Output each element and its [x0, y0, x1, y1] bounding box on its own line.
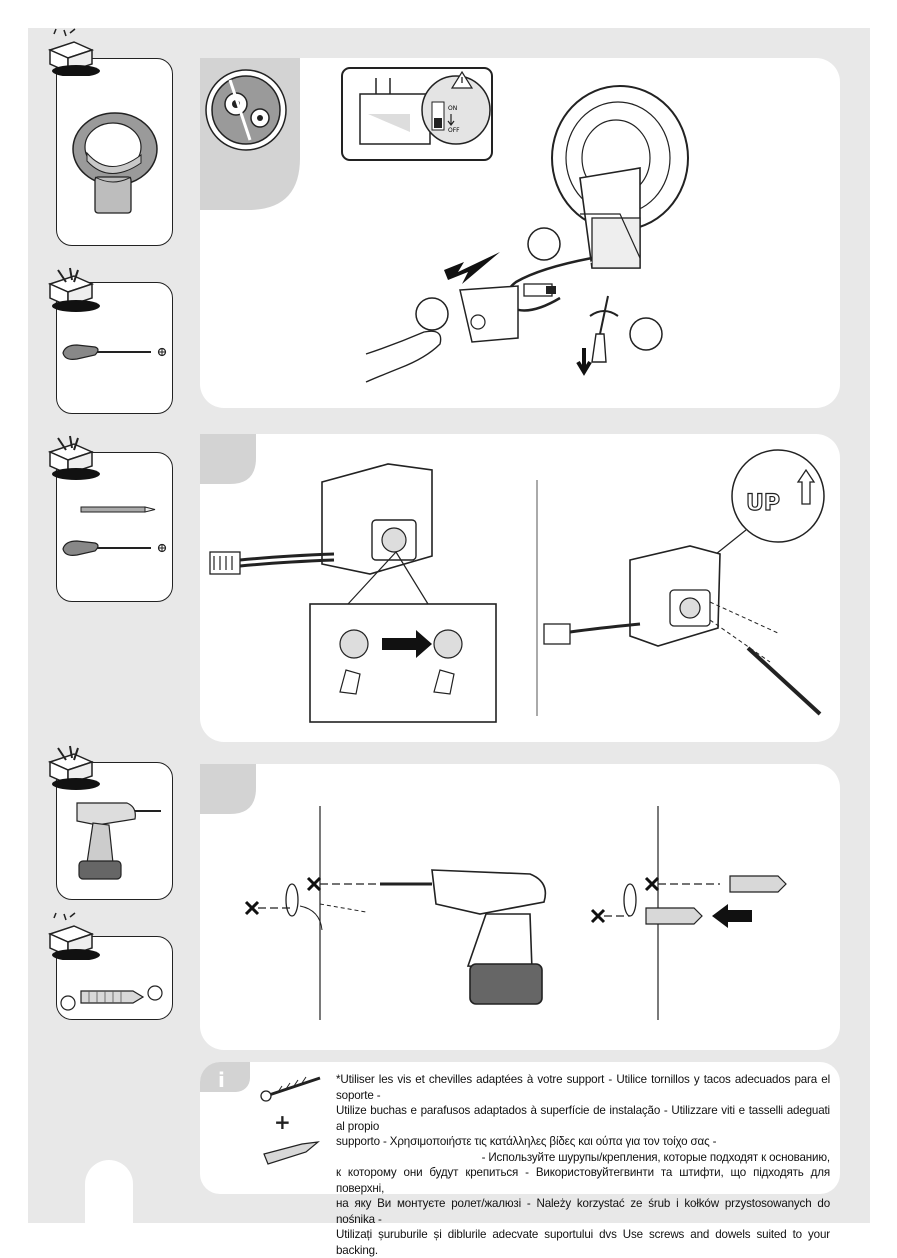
info-line: supporto - Χρησιμοποιήστε τις κατάλληλες…	[336, 1135, 717, 1148]
dowel-illustration	[60, 985, 163, 1011]
power-switch-box: ON OFF	[341, 67, 493, 161]
screw-icon	[260, 1076, 321, 1102]
step-marker-circle	[629, 317, 663, 351]
drill-icon	[76, 802, 161, 880]
info-line: к которому они будут крепиться - Викорис…	[336, 1166, 830, 1195]
pencil-icon	[80, 506, 156, 513]
rotate-arrow-icon	[589, 310, 619, 317]
info-tag	[200, 1062, 250, 1092]
pencil-icon	[746, 646, 822, 716]
up-label: UP	[746, 491, 780, 516]
toolbox-icon	[47, 435, 100, 480]
drill-illustration	[200, 764, 787, 1020]
switch-on-label: ON	[448, 105, 457, 112]
drill-icon	[380, 869, 547, 1005]
ring-with-bracket	[551, 85, 689, 269]
left-arrow-icon	[712, 904, 752, 928]
info-note-text: *Utiliser les vis et chevilles adaptées …	[336, 1072, 830, 1258]
toolbox-icon	[47, 745, 100, 790]
pencil-screwdriver-illustration	[62, 506, 167, 556]
info-line: Utilizați șuruburile și diblurile adecva…	[336, 1228, 830, 1257]
screwdriver-icon	[62, 540, 167, 556]
box-sparkle-icon	[47, 912, 100, 960]
x-mark-icon	[244, 876, 322, 916]
step-panel-drill	[200, 764, 840, 1050]
up-orientation-callout: UP	[685, 449, 825, 579]
screw-dowel-illustration	[260, 1076, 321, 1165]
box-sparkle-icon	[47, 28, 100, 76]
x-mark-icon	[590, 876, 660, 924]
step-panel-mark-position: UP	[200, 434, 840, 742]
step-marker-circle	[415, 297, 449, 331]
switch-off-label: OFF	[448, 127, 460, 134]
part-card-ring-bracket	[56, 58, 173, 246]
bracket-side-view	[543, 545, 822, 716]
info-line: на яку Ви монтуєте ролет/жалюзі - Należy…	[336, 1197, 830, 1226]
ring-bracket-illustration	[72, 112, 158, 214]
plus-sign: +	[274, 1110, 291, 1134]
info-line: *Utiliser les vis et chevilles adaptées …	[336, 1073, 830, 1102]
screwdriver-icon	[62, 344, 167, 360]
dowel-icon	[645, 875, 787, 925]
dowel-icon	[263, 1141, 320, 1165]
pull-arrow-icon	[444, 252, 500, 284]
right-arrow-icon	[382, 630, 432, 658]
step-marker-circle	[527, 227, 561, 261]
zoom-detail-box	[309, 551, 497, 723]
down-arrow-icon	[576, 348, 592, 376]
toolbox-icon	[47, 267, 100, 312]
up-arrow-icon	[796, 468, 816, 505]
mark-position-illustration: UP	[200, 434, 825, 723]
info-icon: i	[218, 1068, 225, 1092]
info-line: - Используйте шурупы/крепления, которые …	[481, 1150, 831, 1164]
step-panel-disconnect: ON OFF	[200, 58, 840, 408]
gears-screwdriver-icon	[205, 69, 287, 151]
info-line: Utilize buchas e parafusos adaptados à s…	[336, 1104, 830, 1133]
disconnect-illustration: ON OFF	[200, 58, 689, 383]
page-tab-notch	[85, 1160, 133, 1223]
bracket-front-view	[209, 463, 433, 575]
